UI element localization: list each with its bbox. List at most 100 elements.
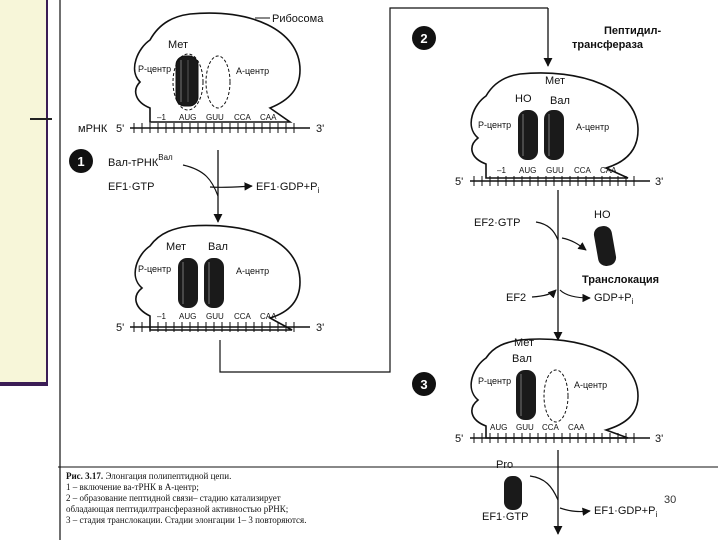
codon-2-2: GUU	[206, 312, 224, 321]
trna-met-1	[175, 55, 199, 107]
met-label-2: Мет	[166, 241, 186, 253]
translocation-label: Транслокация	[582, 274, 659, 286]
mrna-strand-2	[130, 322, 310, 332]
codon-1-1: AUG	[179, 113, 196, 122]
codon-3-1: CCA	[234, 113, 252, 122]
val-label-3: Вал	[550, 95, 570, 107]
gdp-pi-label: GDP+Pi	[594, 292, 634, 306]
a-site-label-3: А-центр	[576, 122, 609, 132]
codon-1-4: AUG	[490, 423, 507, 432]
trna-deacylated-3	[518, 110, 538, 160]
codon-1-3: AUG	[519, 166, 536, 175]
codon-2-4: GUU	[516, 423, 534, 432]
ef1-gdp-label-3: EF1·GDP+Pi	[594, 505, 657, 519]
p-site-label-2: Р-центр	[138, 264, 171, 274]
slide-number: 30	[664, 494, 677, 506]
caption-line-1: 1 – включение ва-тРНК в А-центр;	[66, 482, 199, 492]
mrna-strand-3	[470, 176, 650, 186]
mrna-3-prime-2: 3'	[316, 322, 324, 334]
ribosome-label: Рибосома	[272, 13, 324, 25]
codon-2-3: GUU	[546, 166, 564, 175]
p-site-label-4: Р-центр	[478, 376, 511, 386]
mrna-3-prime-4: 3'	[655, 433, 663, 445]
elongation-diagram: Рибосома Мет Р-центр А-центр мРНК 5' 3' …	[58, 0, 718, 540]
slide-decor-tick	[30, 118, 52, 120]
ef2-gtp-arrow	[535, 221, 559, 241]
met-label-3: Мет	[545, 75, 565, 87]
codon-1-2: AUG	[179, 312, 196, 321]
p-site-label-3: Р-центр	[478, 120, 511, 130]
mrna-strand-1	[130, 123, 310, 133]
ho-label-3: HO	[515, 93, 532, 105]
met-label-1: Мет	[168, 39, 188, 51]
codon-minus-one-2: –1	[157, 312, 166, 321]
mrna-5-prime-2: 5'	[116, 322, 124, 334]
pro-incoming-arrow	[529, 475, 559, 501]
ho-label-released: HO	[594, 209, 611, 221]
trna-peptidyl-4	[516, 370, 536, 420]
val-trna-label: Вал-тРНКВал	[108, 153, 173, 169]
step-2-badge	[412, 26, 436, 50]
a-site-label-2: А-центр	[236, 266, 269, 276]
codon-minus-one-3: –1	[497, 166, 506, 175]
slide-decor-vline	[46, 0, 48, 384]
slide-decor-strip	[0, 0, 48, 384]
codon-4-4: CAA	[568, 423, 585, 432]
codon-3-3: CCA	[574, 166, 592, 175]
met-label-4: Мет	[514, 337, 534, 349]
a-site-label-4: А-центр	[574, 380, 607, 390]
peptidyl-label-line2: трансфераза	[572, 39, 644, 51]
trna-release-arrow	[561, 237, 587, 251]
step-3-badge	[412, 372, 436, 396]
mrna-3-prime-3: 3'	[655, 176, 663, 188]
ribosome-translocated	[470, 338, 639, 439]
connector-to-step-2	[219, 7, 548, 373]
ef1-release-arrow-3	[559, 507, 591, 516]
codon-minus-one-1: –1	[157, 113, 166, 122]
ef2-out-right-arrow	[559, 289, 591, 303]
a-site-empty-4	[543, 369, 569, 423]
figure-caption: Рис. 3.17. Элонгация полипептидной цепи.…	[66, 471, 446, 526]
codon-2-1: GUU	[206, 113, 224, 122]
mrna-3-prime-1: 3'	[316, 123, 324, 135]
caption-label: Рис. 3.17.	[66, 471, 104, 481]
ef2-label: EF2	[506, 292, 526, 304]
step-2-number: 2	[420, 31, 427, 46]
mrna-strand-4	[470, 433, 650, 443]
p-site-outline-1	[172, 53, 204, 111]
codon-3-2: CCA	[234, 312, 252, 321]
caption-line-2: 2 – образование пептидной связи– стадию …	[66, 493, 281, 503]
caption-line-3: обладающая пептидилтрансферазной активно…	[66, 504, 289, 514]
ef2-gtp-label: EF2·GTP	[474, 217, 520, 229]
step-1-incoming-arrow	[182, 164, 219, 197]
caption-title: Элонгация полипептидной цепи.	[105, 471, 232, 481]
step-1-badge	[69, 149, 93, 173]
ef2-out-left-arrow	[531, 289, 557, 299]
p-site-label-1: Р-центр	[138, 64, 171, 74]
val-label-4: Вал	[512, 353, 532, 365]
mrna-5-prime-4: 5'	[455, 433, 463, 445]
ef1-gtp-label-1: EF1·GTP	[108, 181, 154, 193]
mrna-5-prime-3: 5'	[455, 176, 463, 188]
ef1-gdp-label-1: EF1·GDP+Pi	[256, 181, 319, 195]
a-site-empty-1	[205, 55, 231, 109]
mrna-label: мРНК	[78, 123, 108, 135]
trna-peptidyl-3	[544, 110, 564, 160]
trna-met-2	[178, 258, 198, 308]
ef1-gtp-label-3: EF1·GTP	[482, 511, 528, 523]
peptidyl-label-line1: Пептидил-	[604, 25, 662, 37]
codon-4-2: CAA	[260, 312, 277, 321]
pro-label: Pro	[496, 459, 513, 471]
step-1-number: 1	[77, 154, 84, 169]
codon-4-3: CAA	[600, 166, 617, 175]
codon-3-4: CCA	[542, 423, 560, 432]
step-1-release-arrow	[209, 182, 253, 191]
trna-val-2	[204, 258, 224, 308]
trna-pro-incoming	[504, 476, 522, 510]
caption-line-4: 3 – стадия транслокации. Стадии элонгаци…	[66, 515, 307, 525]
a-site-label-1: А-центр	[236, 66, 269, 76]
codon-4-1: CAA	[260, 113, 277, 122]
slide-decor-hline	[0, 382, 48, 386]
trna-released	[593, 226, 617, 266]
mrna-5-prime-1: 5'	[116, 123, 124, 135]
